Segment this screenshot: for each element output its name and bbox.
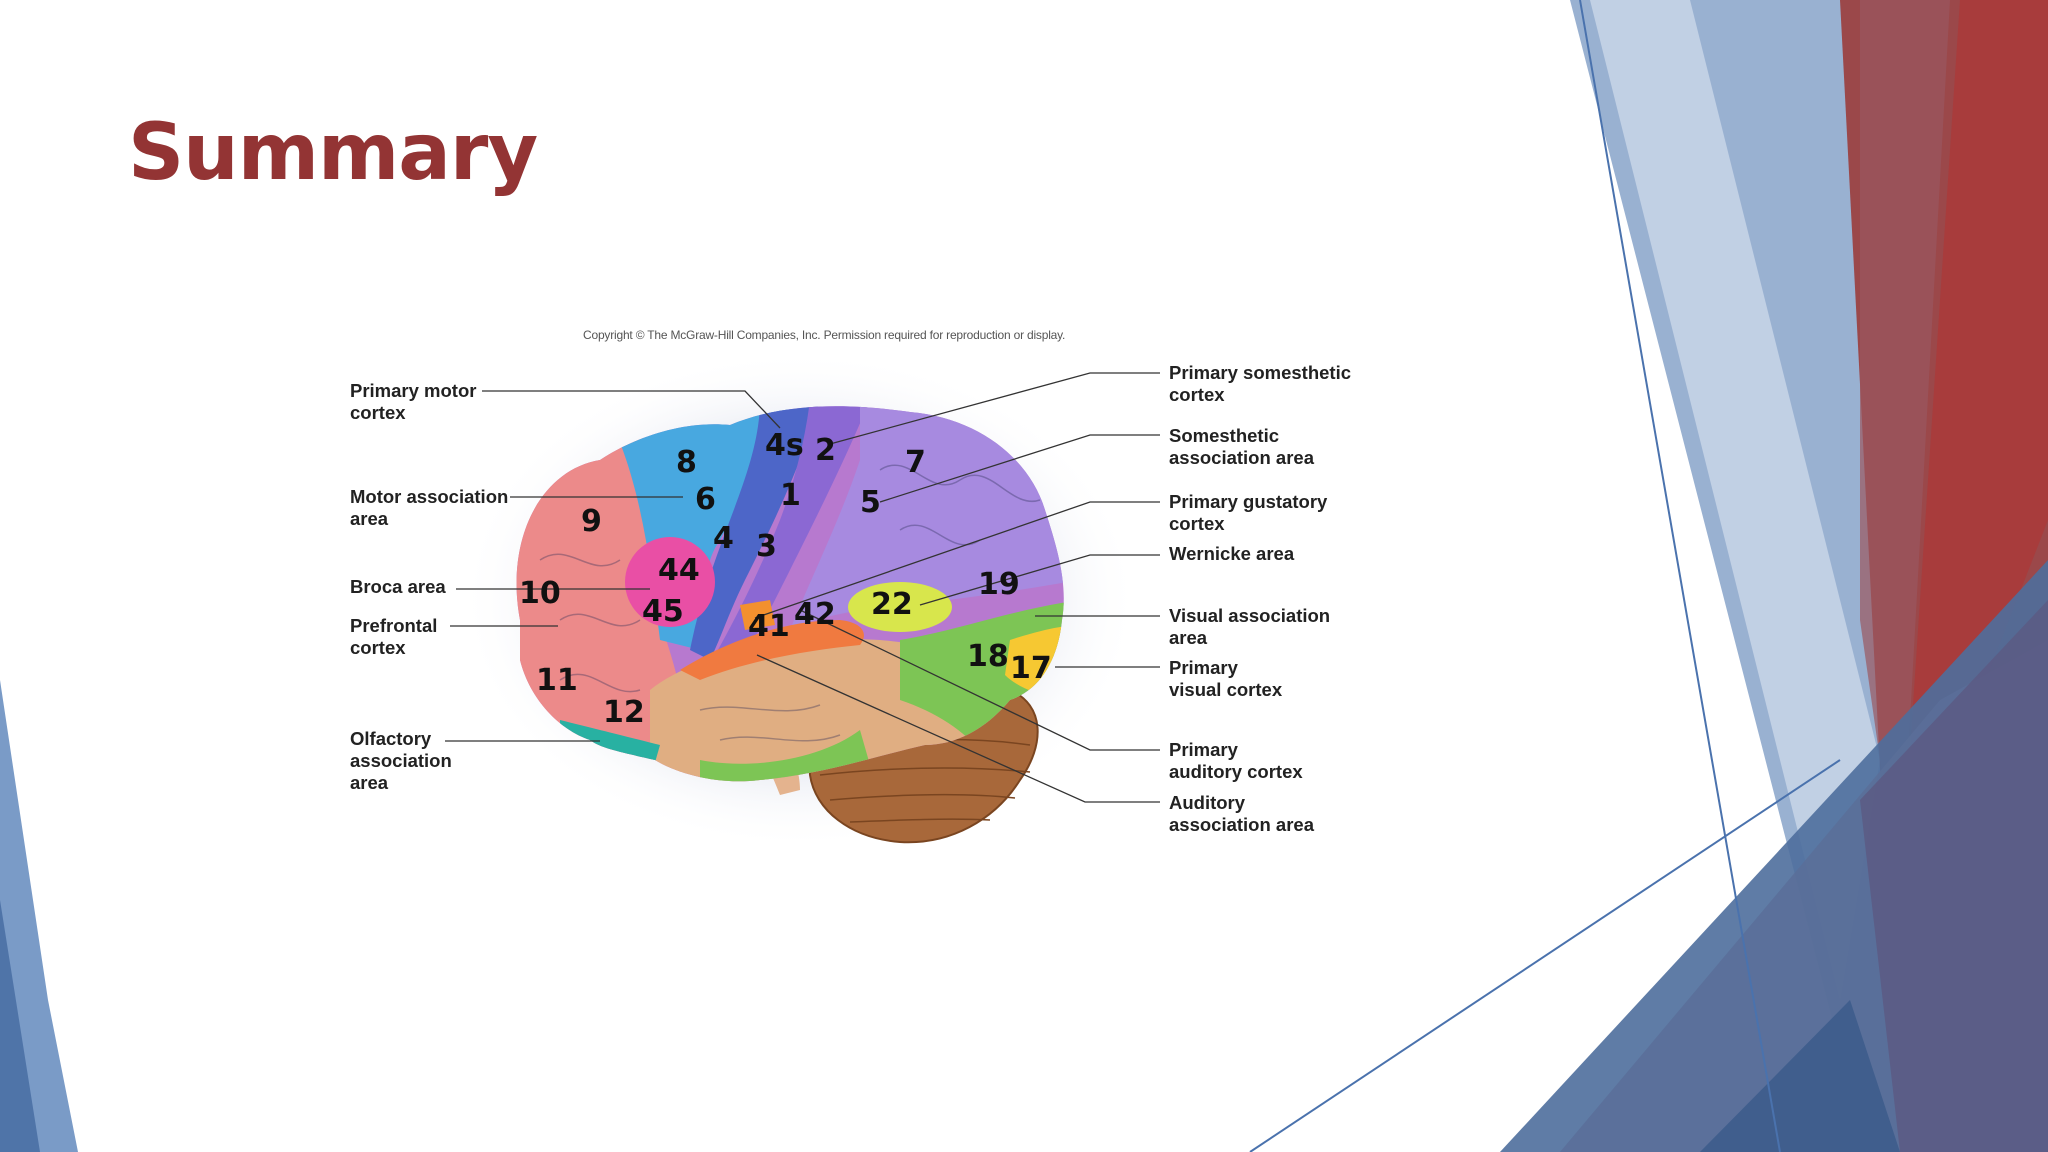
region-primary-auditory xyxy=(680,620,864,680)
label-primary-auditory-cortex: Primary auditory cortex xyxy=(1169,739,1303,782)
area-19: 19 xyxy=(978,567,1020,602)
copyright-notice: Copyright © The McGraw-Hill Companies, I… xyxy=(583,328,1066,342)
label-broca-area: Broca area xyxy=(350,576,446,597)
label-olfactory-association-area: Olfactory association area xyxy=(350,728,452,793)
area-4s: 4s xyxy=(765,428,804,463)
area-44: 44 xyxy=(658,553,700,588)
region-primary-motor xyxy=(690,406,820,660)
label-somesthetic-association-area: Somesthetic association area xyxy=(1169,425,1314,468)
region-somesthetic-association xyxy=(790,406,1064,630)
area-6: 6 xyxy=(695,482,716,517)
leader-wernicke xyxy=(919,554,1160,606)
area-4: 4 xyxy=(713,521,734,556)
area-8: 8 xyxy=(676,445,697,480)
area-11: 11 xyxy=(536,663,578,698)
area-1: 1 xyxy=(780,478,801,513)
area-42: 42 xyxy=(794,597,836,632)
region-wernicke xyxy=(848,582,952,632)
area-2: 2 xyxy=(815,433,836,468)
label-primary-motor-cortex: Primary motor cortex xyxy=(350,380,477,423)
leader-primary-gustatory xyxy=(754,501,1160,619)
slide-title: Summary xyxy=(128,108,538,198)
area-10: 10 xyxy=(519,576,561,611)
label-primary-gustatory-cortex: Primary gustatory cortex xyxy=(1169,491,1328,534)
leader-primary-somesthetic xyxy=(829,372,1160,445)
area-45: 45 xyxy=(642,594,684,629)
label-prefrontal-cortex: Prefrontal cortex xyxy=(350,615,438,658)
area-3: 3 xyxy=(756,529,777,564)
label-auditory-association-area: Auditory association area xyxy=(1169,792,1314,835)
region-broca xyxy=(625,537,715,627)
area-5: 5 xyxy=(860,485,881,520)
label-motor-association-area: Motor association area xyxy=(350,486,509,529)
region-primary-somesthetic xyxy=(715,406,870,660)
area-18: 18 xyxy=(967,639,1009,674)
leader-somesthetic-association xyxy=(879,434,1160,503)
area-12: 12 xyxy=(603,695,645,730)
leader-primary-motor xyxy=(482,390,781,429)
area-41: 41 xyxy=(748,609,790,644)
leader-primary-auditory xyxy=(799,609,1160,751)
area-9: 9 xyxy=(581,504,602,539)
label-visual-association-area: Visual association area xyxy=(1169,605,1331,648)
area-7: 7 xyxy=(905,445,926,480)
leader-auditory-association xyxy=(756,654,1160,803)
area-22: 22 xyxy=(871,587,913,622)
label-primary-somesthetic-cortex: Primary somesthetic cortex xyxy=(1169,362,1352,405)
area-17: 17 xyxy=(1010,651,1052,686)
label-primary-visual-cortex: Primary visual cortex xyxy=(1169,657,1283,700)
region-motor-association xyxy=(600,406,790,650)
label-wernicke-area: Wernicke area xyxy=(1169,543,1295,564)
